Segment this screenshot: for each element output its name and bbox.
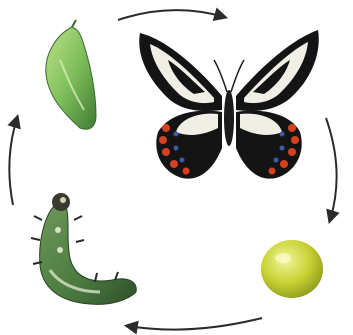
- chrysalis-icon: [46, 20, 96, 129]
- cycle-arrow-bottom: [128, 318, 262, 330]
- butterfly-icon: [139, 30, 319, 179]
- cycle-arrow-left: [9, 118, 17, 205]
- egg-icon: [261, 240, 323, 298]
- cycle-arrow-top: [118, 10, 224, 20]
- cycle-arrow-right: [326, 118, 337, 220]
- caterpillar-icon: [31, 193, 136, 304]
